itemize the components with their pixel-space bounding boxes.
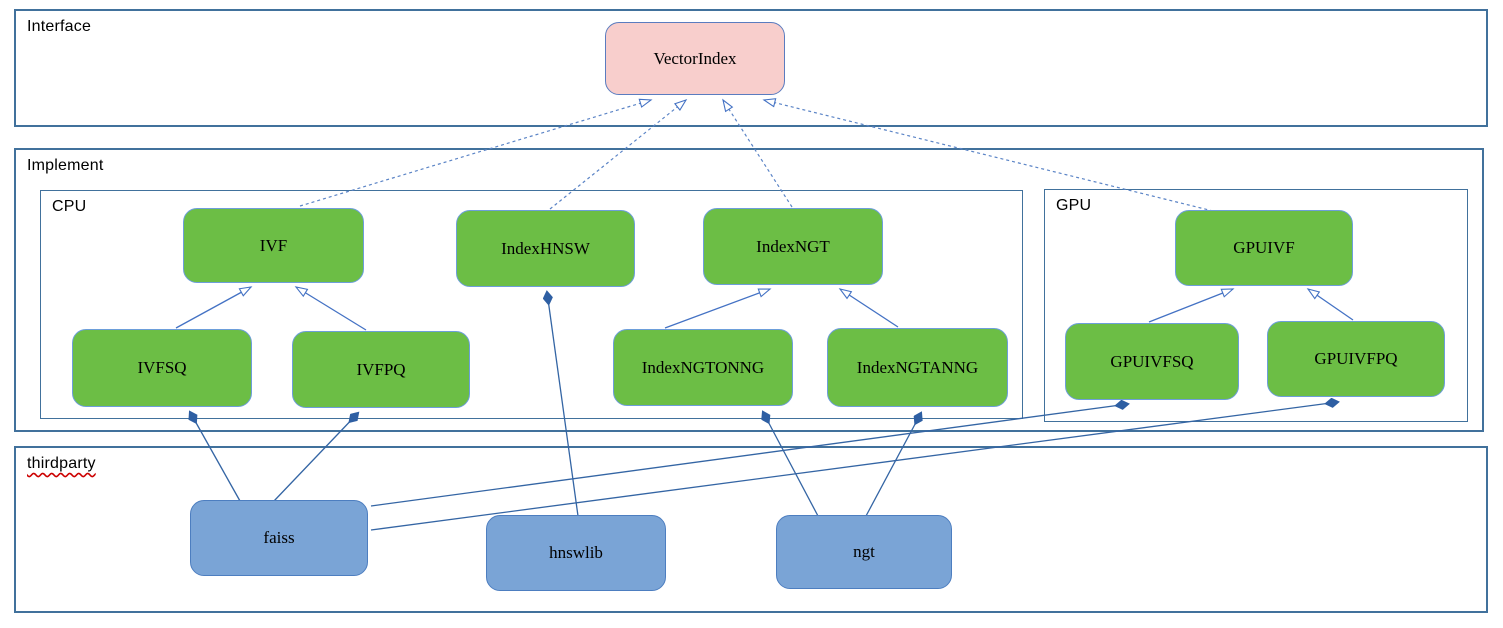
container-cpu: CPU [40,190,1023,419]
node-indexngtonng-label: IndexNGTONNG [641,357,765,377]
node-ngt: ngt [776,515,952,589]
container-thirdparty-label: thirdparty [27,455,96,472]
edge-faiss-to-ivfpq [273,413,358,502]
edge-ivfsq-to-ivf [175,286,253,329]
node-ngt-label: ngt [853,542,875,561]
container-thirdparty: thirdparty [14,446,1488,613]
node-indexngt-label: IndexNGT [756,236,830,256]
container-implement: Implement [14,148,1484,432]
node-ivf-label: IVF [259,235,288,255]
node-ivfpq: IVFPQ [292,331,470,408]
edge-ngt-to-indexngtanng [865,413,921,517]
node-indexngtanng-label: IndexNGTANNG [856,357,979,377]
node-faiss: faiss [190,500,368,576]
edge-ngt-to-indexngtonng [763,412,819,517]
node-ivfpq-label: IVFPQ [356,359,406,379]
node-gpuivfpq: GPUIVFPQ [1267,321,1445,397]
edge-indexngtonng-to-indexngt [664,288,772,329]
node-indexhnsw-label: IndexHNSW [501,238,590,258]
container-gpu-label: GPU [1056,197,1092,214]
node-ivfsq: IVFSQ [72,329,252,407]
edge-faiss-to-ivfsq [190,412,241,502]
edge-indexngtanng-to-indexngt [838,288,899,328]
node-ivfsq-label: IVFSQ [137,358,187,377]
edge-hnswlib-to-indexhnsw [547,292,579,517]
node-faiss-label: faiss [263,528,295,547]
edge-gpuivfsq-to-gpuivf [1148,288,1235,323]
container-gpu: GPU [1044,189,1468,422]
edge-ivfpq-to-ivf [294,286,367,331]
container-cpu-label: CPU [52,198,87,215]
node-gpuivf-label: GPUIVF [1233,238,1295,257]
edge-gpuivfpq-to-gpuivf [1306,288,1354,321]
edge-faiss-to-gpuivfpq [370,402,1338,531]
node-indexngtanng: IndexNGTANNG [827,328,1008,407]
edge-indexngt-to-vectorindex [722,98,793,208]
edge-ivf-to-vectorindex [299,98,653,207]
node-gpuivf: GPUIVF [1175,210,1353,286]
node-gpuivfsq: GPUIVFSQ [1065,323,1239,400]
container-interface-label: Interface [27,18,92,35]
container-interface: Interface [14,9,1488,127]
edge-gpuivf-to-vectorindex [762,98,1214,212]
node-hnswlib-label: hnswlib [549,543,603,562]
node-indexngt: IndexNGT [703,208,883,285]
edge-faiss-to-gpuivfsq [370,404,1128,507]
node-indexhnsw: IndexHNSW [456,210,635,287]
node-vectorindex: VectorIndex [605,22,785,95]
node-gpuivfpq-label: GPUIVFPQ [1314,349,1398,368]
container-implement-label: Implement [27,157,104,174]
node-ivf: IVF [183,208,364,283]
node-hnswlib: hnswlib [486,515,666,591]
node-vectorindex-label: VectorIndex [653,48,737,68]
edge-indexhnsw-to-vectorindex [549,98,688,210]
node-gpuivfsq-label: GPUIVFSQ [1110,351,1194,371]
node-indexngtonng: IndexNGTONNG [613,329,793,406]
